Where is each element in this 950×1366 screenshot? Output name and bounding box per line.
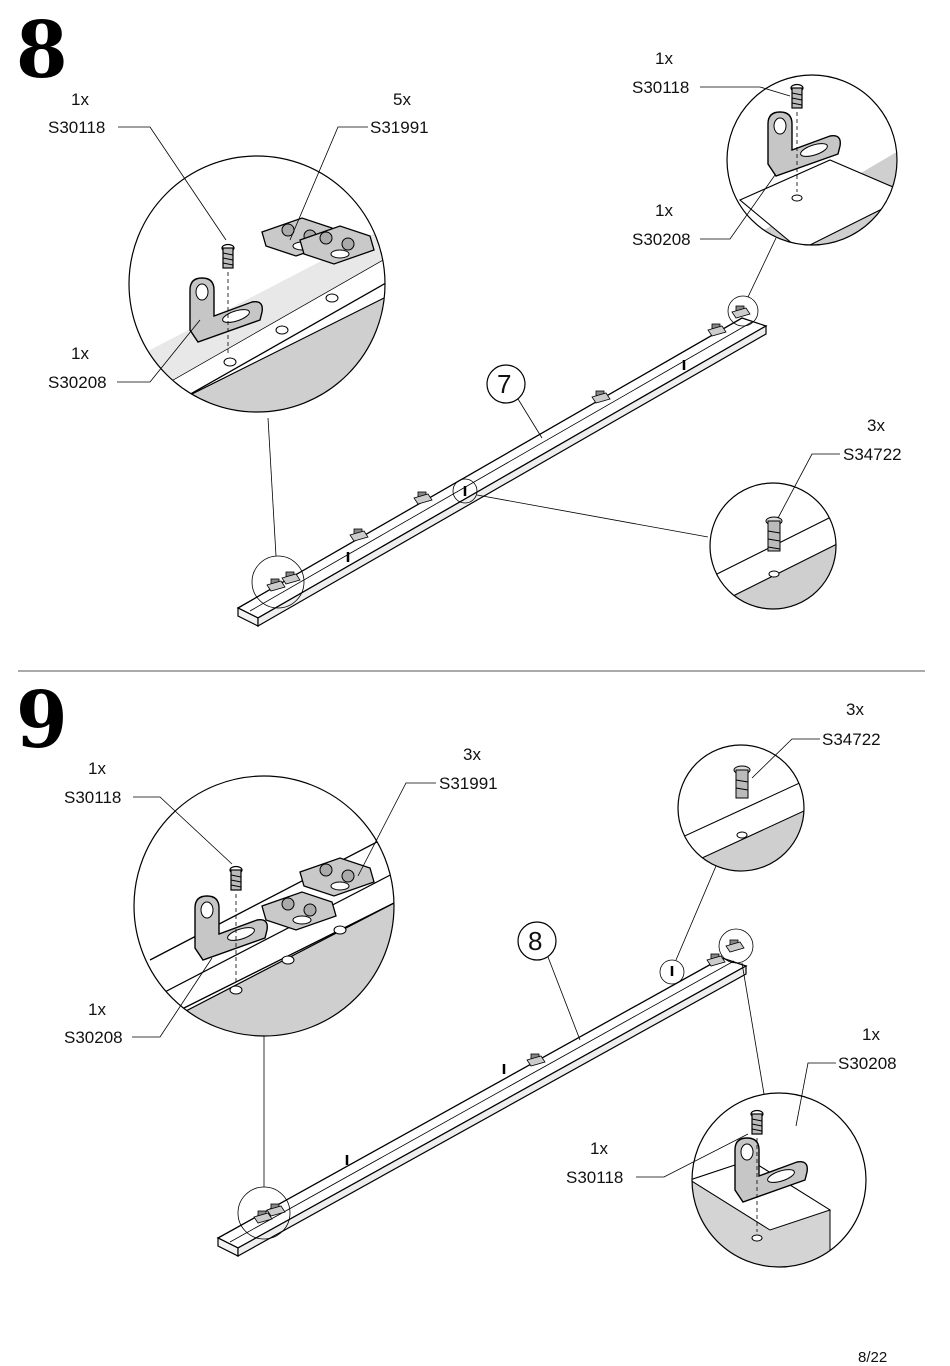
callout-qty: 1x: [862, 1025, 880, 1044]
callout-part: S34722: [822, 730, 881, 749]
callout-qty: 1x: [655, 201, 673, 220]
callout-part: S30208: [838, 1054, 897, 1073]
callout-part: S30208: [48, 373, 107, 392]
panel-reference: 7: [497, 369, 512, 399]
callout-qty: 3x: [867, 416, 885, 435]
callout-qty: 1x: [655, 49, 673, 68]
callout-qty: 1x: [88, 1000, 106, 1019]
panel-reference: 8: [528, 926, 543, 956]
callout-part: S31991: [370, 118, 429, 137]
callout-part: S31991: [439, 774, 498, 793]
callout-part: S30118: [632, 78, 690, 97]
callout-qty: 1x: [71, 90, 89, 109]
board-7: [236, 317, 768, 628]
callout-qty: 1x: [590, 1139, 608, 1158]
step-number: 8: [16, 5, 68, 96]
callout-qty: 1x: [71, 344, 89, 363]
callout-qty: 3x: [846, 700, 864, 719]
callout-part: S30118: [64, 788, 122, 807]
board-8: [216, 957, 748, 1258]
callout-part: S30208: [632, 230, 691, 249]
callout-qty: 3x: [463, 745, 481, 764]
page-number: 8/22: [858, 1349, 888, 1366]
callout-part: S30208: [64, 1028, 123, 1047]
callout-part: S30118: [566, 1168, 624, 1187]
callout-part: S30118: [48, 118, 106, 137]
step-number: 9: [16, 675, 68, 766]
callout-qty: 1x: [88, 759, 106, 778]
callout-part: S34722: [843, 445, 902, 464]
callout-qty: 5x: [393, 90, 411, 109]
